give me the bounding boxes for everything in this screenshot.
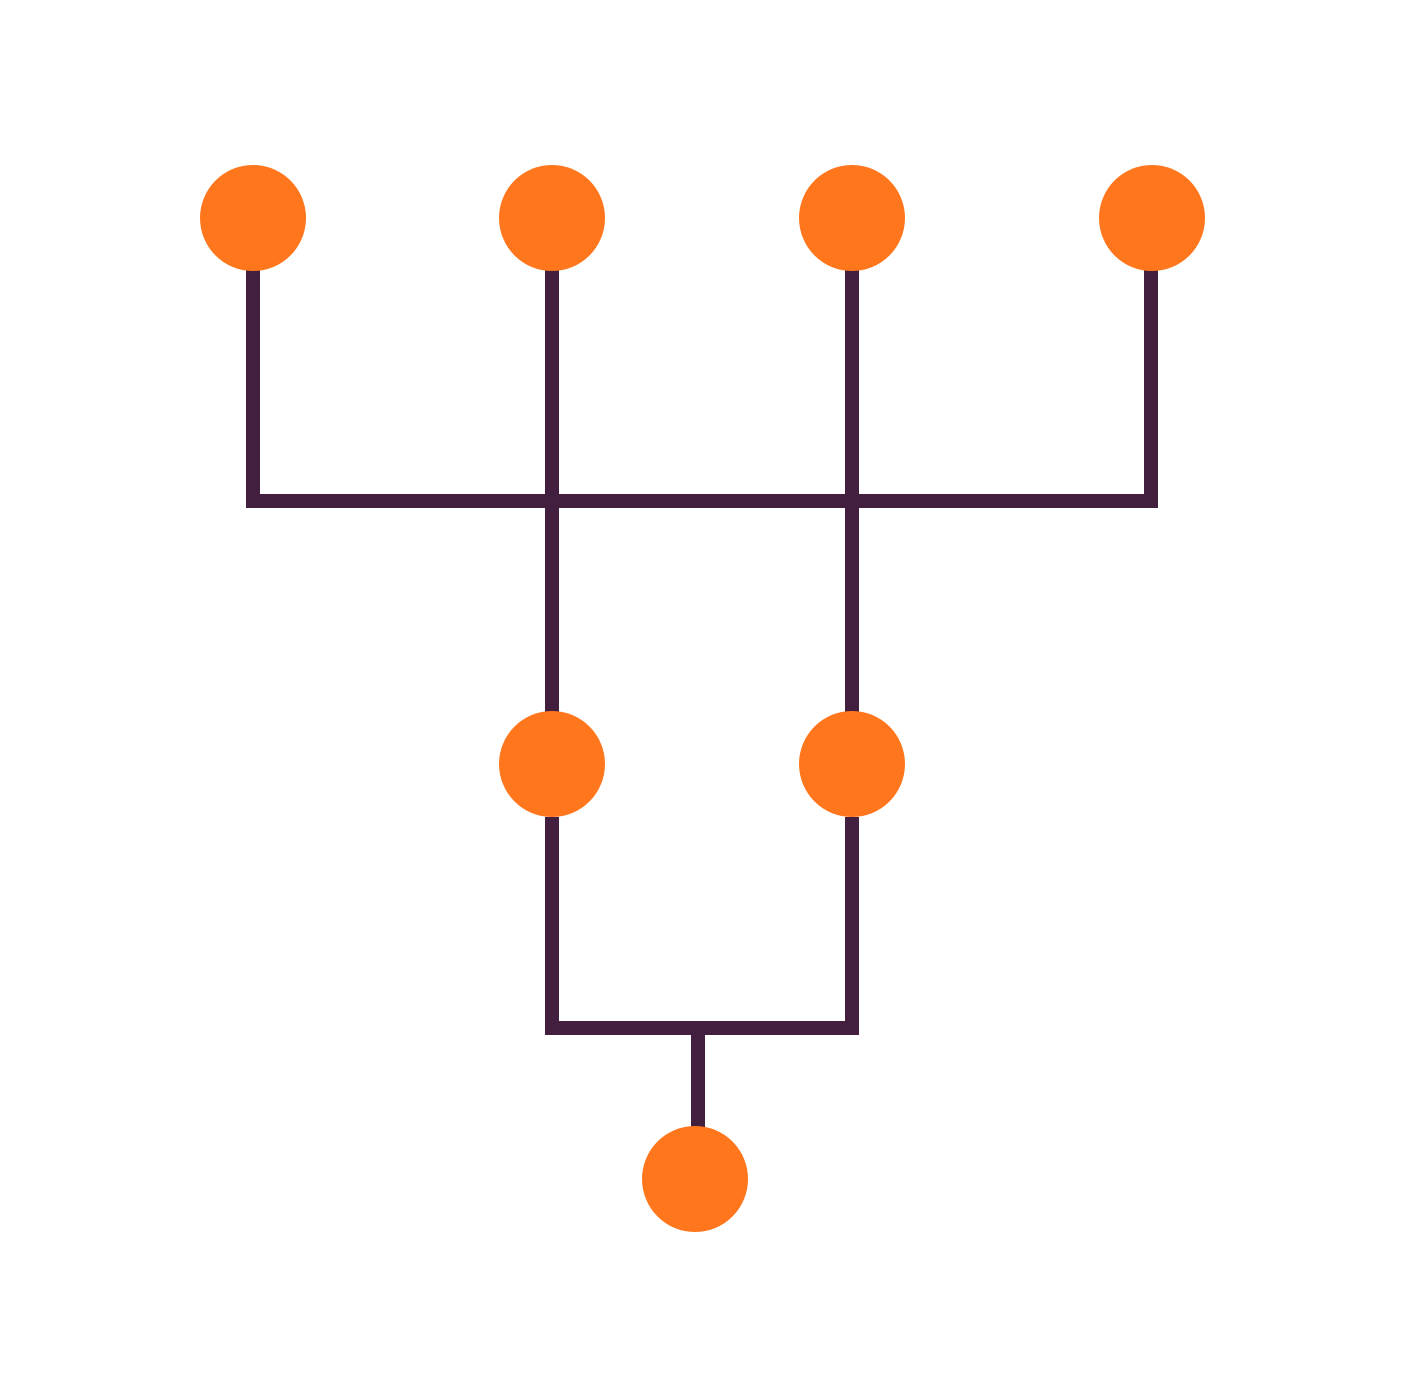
node-top-3 xyxy=(799,165,905,271)
nodes xyxy=(200,165,1205,1232)
node-top-2 xyxy=(499,165,605,271)
node-top-4 xyxy=(1099,165,1205,271)
node-middle-2 xyxy=(799,711,905,817)
top-bus-connector xyxy=(246,270,1158,508)
node-middle-1 xyxy=(499,711,605,817)
middle-bus-connector xyxy=(545,817,859,1035)
connectors xyxy=(246,270,1158,1128)
node-top-1 xyxy=(200,165,306,271)
node-root xyxy=(642,1126,748,1232)
